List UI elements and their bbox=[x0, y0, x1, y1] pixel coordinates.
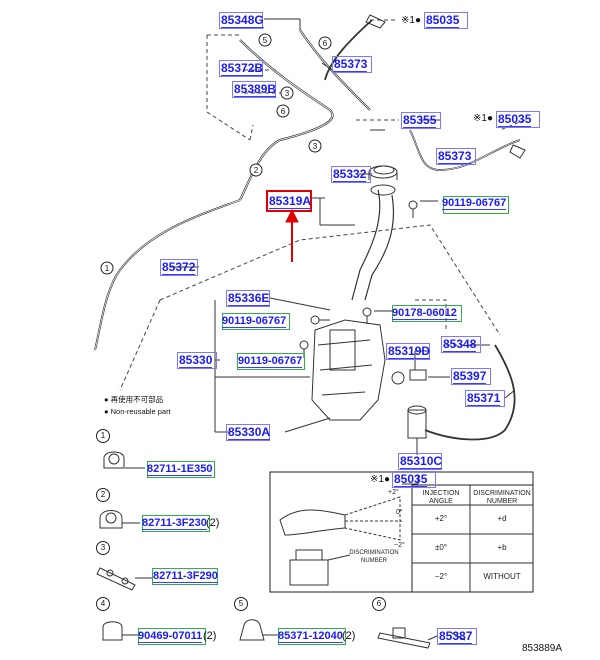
section-marker-6: 6 bbox=[372, 597, 386, 611]
part-85371-12040[interactable]: 85371-12040 bbox=[278, 630, 343, 643]
qty-90469-07011: (2) bbox=[203, 630, 217, 642]
section-marker-5: 5 bbox=[234, 597, 248, 611]
fan-label-minus: −2° bbox=[394, 542, 405, 549]
box-85387 bbox=[437, 628, 477, 645]
box-82711-1e350 bbox=[147, 461, 215, 478]
part-85373-right[interactable]: 85373 bbox=[438, 149, 472, 164]
qty-82711-3f230: (2) bbox=[206, 517, 220, 529]
section-marker-4: 4 bbox=[96, 597, 110, 611]
diagram-id: 853889A bbox=[522, 643, 563, 654]
part-85330[interactable]: 85330 bbox=[179, 353, 213, 368]
selected-part-highlight bbox=[266, 190, 312, 212]
part-85035-table[interactable]: 85035 bbox=[394, 472, 428, 487]
box-85035-table bbox=[392, 471, 436, 488]
box-85336e bbox=[226, 290, 270, 307]
box-85319d bbox=[386, 343, 430, 360]
box-85348 bbox=[441, 336, 481, 353]
box-85373-right bbox=[436, 148, 476, 165]
part-85372b[interactable]: 85372B bbox=[221, 61, 264, 76]
discrimination-label: DISCRIMINATION NUMBER bbox=[349, 550, 399, 564]
part-85371[interactable]: 85371 bbox=[467, 391, 501, 406]
box-90119-06767-b bbox=[222, 313, 290, 330]
box-85389b bbox=[232, 81, 276, 98]
part-90469-07011[interactable]: 90469-07011 bbox=[138, 630, 203, 643]
table-row-2-angle: ±0° bbox=[434, 543, 448, 552]
svg-text:3: 3 bbox=[285, 89, 290, 98]
box-85348g bbox=[219, 12, 263, 29]
box-90469-07011 bbox=[138, 628, 206, 645]
legend-japanese: ● 再使用不可部品 bbox=[104, 395, 164, 404]
box-90119-06767-c bbox=[237, 353, 305, 370]
table-row-3-number: WITHOUT bbox=[483, 572, 521, 581]
section-marker-3: 3 bbox=[96, 541, 110, 555]
part-85336e[interactable]: 85336E bbox=[228, 291, 270, 306]
part-90119-06767-a[interactable]: 90119-06767 bbox=[442, 197, 507, 210]
box-90119-06767-a bbox=[443, 196, 509, 214]
qty-85371-12040: (2) bbox=[342, 630, 356, 642]
part-90178-06012[interactable]: 90178-06012 bbox=[392, 307, 457, 320]
part-85348[interactable]: 85348 bbox=[443, 337, 477, 352]
part-82711-3f290[interactable]: 82711-3F290 bbox=[153, 570, 218, 583]
part-85387[interactable]: 85387 bbox=[439, 629, 473, 644]
box-85355 bbox=[401, 112, 441, 129]
box-82711-3f230 bbox=[142, 515, 210, 532]
legend-english: ● Non-reusable part bbox=[104, 407, 171, 416]
part-85319a[interactable]: 85319A bbox=[269, 194, 312, 209]
part-85355[interactable]: 85355 bbox=[403, 113, 437, 128]
box-85373-top bbox=[332, 56, 372, 73]
box-85035-right bbox=[496, 111, 540, 128]
part-85310c[interactable]: 85310C bbox=[400, 454, 443, 469]
part-82711-1e350[interactable]: 82711-1E350 bbox=[147, 463, 213, 476]
box-85330a bbox=[226, 424, 270, 441]
nonreusable-mark-table: ※1● bbox=[370, 474, 390, 485]
part-85372[interactable]: 85372 bbox=[162, 260, 196, 275]
box-85371-12040 bbox=[278, 628, 346, 645]
part-85397[interactable]: 85397 bbox=[453, 369, 487, 384]
fan-label-plus: +2° bbox=[388, 489, 399, 496]
svg-text:6: 6 bbox=[281, 107, 286, 116]
part-85035-right[interactable]: 85035 bbox=[498, 112, 532, 127]
box-85372 bbox=[160, 259, 198, 276]
section-marker-1: 1 bbox=[96, 429, 110, 443]
svg-text:1: 1 bbox=[105, 264, 110, 273]
part-82711-3f230[interactable]: 82711-3F230 bbox=[142, 517, 207, 530]
part-90119-06767-b[interactable]: 90119-06767 bbox=[222, 315, 287, 328]
part-85389b[interactable]: 85389B bbox=[234, 82, 277, 97]
part-85373-top[interactable]: 85373 bbox=[334, 57, 368, 72]
table-header-injection-angle: INJECTION ANGLE bbox=[422, 490, 460, 505]
svg-text:6: 6 bbox=[323, 39, 328, 48]
fan-label-zero: 0° bbox=[396, 509, 403, 516]
box-85035-top bbox=[424, 12, 468, 29]
svg-text:3: 3 bbox=[313, 142, 318, 151]
box-85330 bbox=[177, 352, 217, 369]
nonreusable-mark-right: ※1● bbox=[473, 113, 493, 124]
box-85397 bbox=[451, 368, 491, 385]
box-85371 bbox=[465, 390, 505, 407]
part-85330a[interactable]: 85330A bbox=[228, 425, 271, 440]
table-row-1-angle: +2° bbox=[434, 514, 448, 523]
svg-text:2: 2 bbox=[254, 166, 259, 175]
box-90178-06012 bbox=[392, 305, 462, 322]
part-85035-top[interactable]: 85035 bbox=[426, 13, 460, 28]
box-85372b bbox=[219, 60, 263, 77]
part-85348g[interactable]: 85348G bbox=[221, 13, 264, 28]
table-row-1-number: +d bbox=[497, 514, 507, 523]
part-85319d[interactable]: 85319D bbox=[388, 344, 431, 359]
svg-text:5: 5 bbox=[263, 36, 268, 45]
box-85310c bbox=[398, 453, 442, 470]
table-row-2-number: +b bbox=[497, 543, 507, 552]
part-90119-06767-c[interactable]: 90119-06767 bbox=[238, 355, 303, 368]
box-85332 bbox=[331, 166, 371, 183]
table-header-discrimination-number: DISCRIMINATION NUMBER bbox=[473, 490, 531, 505]
part-85332[interactable]: 85332 bbox=[333, 167, 367, 182]
table-row-3-angle: −2° bbox=[434, 572, 448, 581]
section-marker-2: 2 bbox=[96, 488, 110, 502]
box-82711-3f290 bbox=[152, 568, 218, 585]
nonreusable-mark-top: ※1● bbox=[401, 15, 421, 26]
